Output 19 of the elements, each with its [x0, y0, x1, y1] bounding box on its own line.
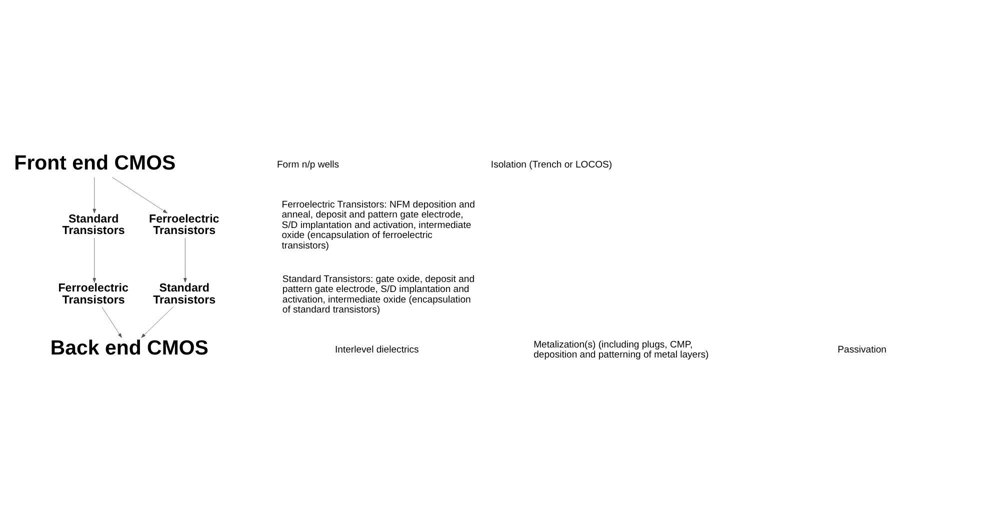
label: Metalization(s) (including plugs, CMP, deposition and patterning of metal layers)	[534, 339, 709, 361]
node-text: Standard Transistors	[153, 282, 216, 306]
arrow	[92, 177, 96, 214]
label: Form n/p wells	[276, 160, 340, 171]
node-text: Back end CMOS	[50, 336, 208, 360]
node-text: Ferroelectric Transistors	[58, 282, 128, 306]
arrow	[112, 177, 168, 214]
label: Interlevel dielectrics	[334, 344, 419, 356]
arrow	[184, 238, 187, 283]
label: Standard Transistors: gate oxide, deposit and pattern gate electrode, S/D implantation and activation, intermediate oxide (encapsulation of standard transistors)	[282, 274, 475, 316]
label: Passivation	[838, 344, 887, 356]
arrow	[102, 306, 122, 338]
node-text: Standard Transistors	[62, 212, 125, 238]
node-text: Ferroelectric Transistors	[149, 212, 220, 238]
label: Ferroelectric Transistors: NFM deposition and anneal, deposit and pattern gate electrode, S/D implantation and activation, intermediate oxide (encapsulation of ferroelectric transistors)	[282, 199, 475, 252]
arrow	[92, 238, 96, 283]
label: Isolation (Trench or LOCOS)	[490, 160, 612, 171]
arrow	[141, 306, 174, 338]
node-text: Front end CMOS	[14, 151, 176, 174]
